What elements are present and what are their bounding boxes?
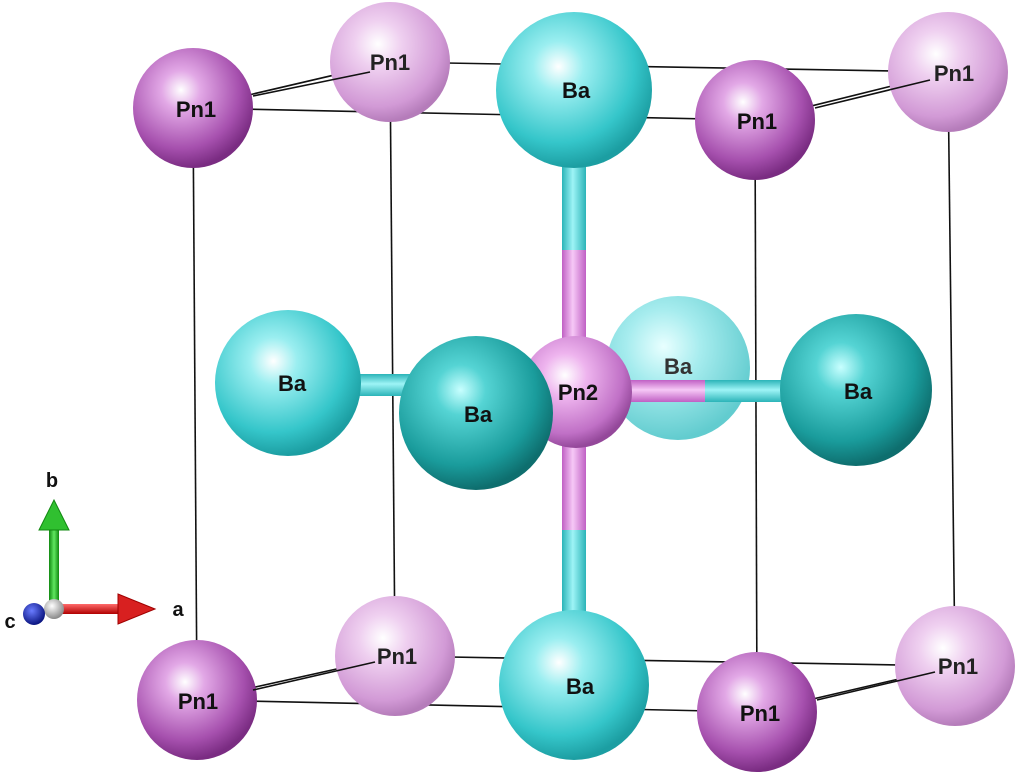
pn1-atom: Pn1 [697,652,817,772]
ba-atom-top: Ba [496,12,652,168]
unit-cell-edges-front [252,71,936,701]
axis-b-arrowhead [38,498,70,531]
pn1-atom: Pn1 [133,48,253,168]
pn1-atom: Pn1 [330,2,450,122]
bond-vertical-bottom [562,440,586,630]
axis-label-a: a [172,599,184,621]
atom-label: Ba [566,674,595,699]
bond-vertical-top [562,150,586,340]
pn1-atom: Pn1 [895,606,1015,726]
atom-label: Pn1 [740,701,780,726]
atom-label: Pn2 [558,380,598,405]
atom-label: Pn1 [377,644,417,669]
atom-label: Pn1 [178,689,218,714]
ba-atom-right: Ba [780,314,932,466]
unit-cell-edges [192,61,956,713]
atom-label: Ba [664,354,693,379]
cell-edge [192,107,756,121]
axis-triad: b a c [4,470,184,633]
cell-edge [192,107,198,701]
cell-edge [754,119,758,713]
axis-c-marker [23,603,45,625]
ba-atom-front: Ba [399,336,553,490]
cell-edge [196,699,758,713]
axis-label-c: c [4,611,15,633]
axis-origin [44,599,64,619]
pn1-atom: Pn1 [888,12,1008,132]
atom-label: Ba [562,78,591,103]
ba-atom-back: Ba [606,296,750,440]
axis-a-shaft [56,604,120,614]
atom-label: Pn1 [934,61,974,86]
atom-label: Ba [464,402,493,427]
cell-edge [389,61,949,73]
cell-edge [394,655,956,667]
atom-label: Pn1 [737,109,777,134]
atom-label: Ba [278,371,307,396]
pn1-atom: Pn1 [695,60,815,180]
axis-a-arrowhead [117,593,157,625]
atom-label: Pn1 [938,654,978,679]
ba-atom-left: Ba [215,310,361,456]
cell-edge [389,61,396,657]
bond-horizontal-right [620,380,795,402]
pn1-atom: Pn1 [335,596,455,716]
atom-label: Pn1 [176,97,216,122]
atom-label: Ba [844,379,873,404]
ba-atom-bottom: Ba [499,610,649,760]
atom-label: Pn1 [370,50,410,75]
axis-b-shaft [49,528,59,610]
axis-label-b: b [46,470,58,492]
cell-edge [947,71,956,667]
pn1-atom: Pn1 [137,640,257,760]
